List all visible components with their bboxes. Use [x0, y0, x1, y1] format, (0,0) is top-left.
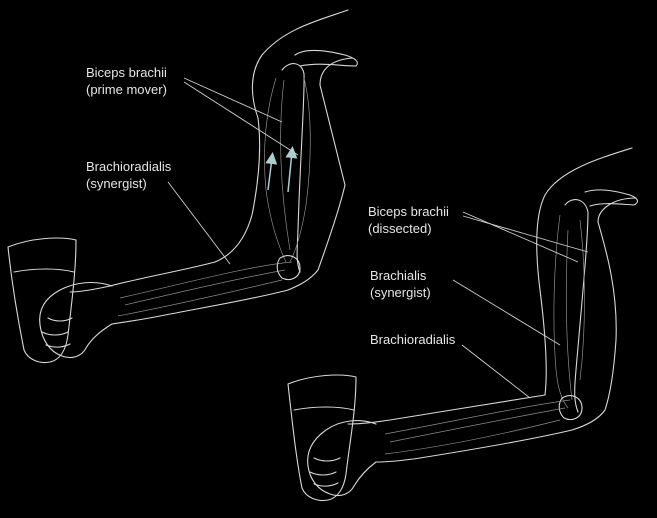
- arm-1-forearm-top: [69, 261, 216, 293]
- arm-2: [287, 147, 639, 502]
- arm-2-shoulder-cap: [584, 189, 639, 207]
- arm-2-brachialis-role: (synergist): [370, 285, 431, 300]
- arm-1-contraction-arrow-left: [265, 152, 278, 191]
- arm-2-brachialis-name: Brachialis: [370, 268, 427, 283]
- arm-1-forearm-bottom: [111, 289, 289, 325]
- arm-1-biceps-name: Biceps brachii: [86, 65, 167, 80]
- arm-1-brachioradialis-label: Brachioradialis (synergist): [86, 158, 171, 192]
- arm-2-biceps-label: Biceps brachii (dissected): [368, 203, 449, 237]
- arm-2-biceps-name: Biceps brachii: [368, 204, 449, 219]
- arm-2-elbow: [558, 395, 583, 421]
- arm-2-brachialis-leader: [452, 279, 561, 346]
- arm-1-glass-liquid: [13, 268, 75, 273]
- arm-2-forearm-bottom: [375, 429, 573, 463]
- arm-2-brachialis-muscle: [553, 214, 585, 409]
- arm-1-shoulder-cap: [294, 49, 358, 67]
- arm-1-elbow: [276, 255, 301, 281]
- arm-1-glass: [7, 237, 77, 364]
- arm-2-biceps-leader-a: [462, 211, 579, 263]
- arm-1-biceps-leader-a: [183, 77, 283, 123]
- arm-2-biceps-role: (dissected): [368, 221, 432, 236]
- arm-2-glass: [287, 374, 357, 502]
- arm-2-fingers: [309, 457, 341, 487]
- arm-2-upper-arm-back: [571, 197, 637, 431]
- arm-1-humerus: [281, 63, 305, 273]
- arm-2-forearm-muscles: [384, 399, 571, 455]
- arm-2-brachioradialis-leader: [461, 344, 531, 399]
- arm-1-biceps-label: Biceps brachii (prime mover): [86, 64, 167, 98]
- arm-1-hand: [39, 281, 113, 359]
- arm-1-contraction-arrow-right: [285, 146, 298, 193]
- arm-1-biceps-role: (prime mover): [86, 82, 167, 97]
- arm-2-glass-liquid: [293, 406, 355, 411]
- arm-1-upper-arm-back: [287, 57, 353, 291]
- arm-1-biceps-muscle: [264, 77, 311, 263]
- arm-1: [7, 9, 358, 364]
- arm-1-shoulder-outline: [214, 9, 349, 263]
- arm-2-hand: [307, 420, 377, 497]
- arm-2-forearm-top: [347, 394, 546, 425]
- arm-1-forearm-muscles: [117, 261, 293, 317]
- arm-2-brachialis-label: Brachialis (synergist): [370, 267, 431, 301]
- arm-2-brachioradialis-name: Brachioradialis: [370, 332, 456, 347]
- arm-1-brachioradialis-name: Brachioradialis: [86, 159, 172, 174]
- arm-1-biceps-leader-b: [183, 81, 299, 156]
- arm-1-brachioradialis-role: (synergist): [86, 176, 147, 191]
- arm-2-brachioradialis-label: Brachioradialis: [370, 331, 455, 348]
- arm-2-shoulder-outline: [536, 147, 633, 396]
- arm-1-brachioradialis-leader: [167, 181, 231, 265]
- arm-2-biceps-leader-b: [462, 215, 589, 253]
